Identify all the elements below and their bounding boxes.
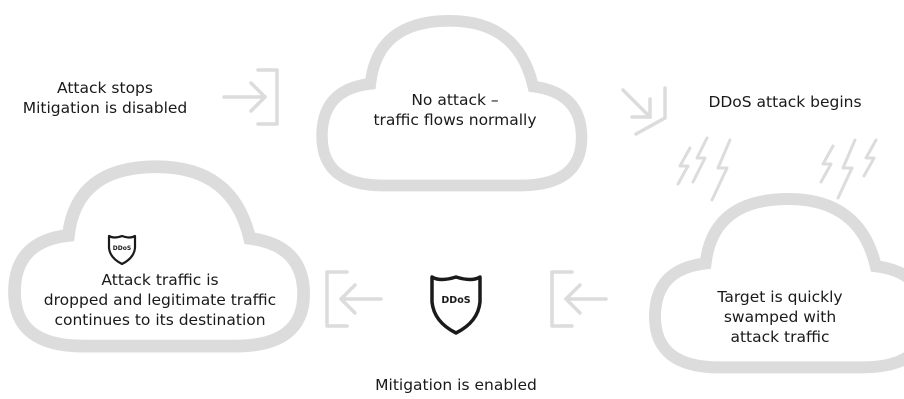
step-attack-begins-label: DDoS attack begins <box>708 93 862 111</box>
ddos-shield-icon: DDoS <box>430 275 482 335</box>
step-target-swamped-label: Target is quickly swamped with attack tr… <box>717 288 843 346</box>
shield-label: DDoS <box>441 295 470 306</box>
step-attack-stops-label: Attack stops Mitigation is disabled <box>22 79 188 117</box>
shield-label: DDoS <box>113 245 131 252</box>
step-attack-dropped-label: Attack traffic is dropped and legitimate… <box>43 271 277 329</box>
lightning-bolt-icon <box>676 136 878 202</box>
ddos-shield-icon: DDoS <box>107 234 137 266</box>
arrow-right-into-bracket-icon <box>222 68 279 126</box>
arrow-down-right-into-corner-icon <box>621 86 667 136</box>
arrow-left-into-bracket-icon <box>550 270 608 328</box>
step-normal-traffic-label: No attack – traffic flows normally <box>373 91 537 129</box>
step-mitigation-enabled-label: Mitigation is enabled <box>375 376 537 394</box>
arrow-left-into-bracket-icon <box>325 270 383 328</box>
